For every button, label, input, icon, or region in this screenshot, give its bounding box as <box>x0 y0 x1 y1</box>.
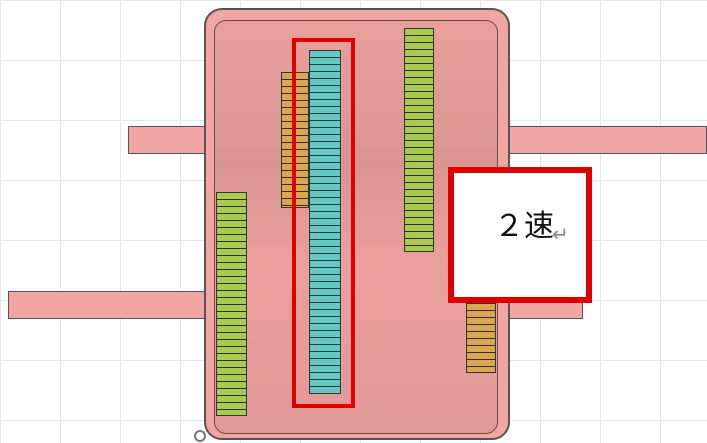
return-mark-icon: ↵ <box>552 222 569 246</box>
gear-orange-lower-right[interactable] <box>466 303 496 373</box>
selection-handle-icon[interactable] <box>194 430 206 442</box>
gear-label-text: ２速 <box>494 210 554 243</box>
gear-label-box[interactable] <box>448 167 592 303</box>
gear-green-lower-left[interactable] <box>216 192 247 416</box>
gear-cyan-second[interactable] <box>309 50 341 394</box>
second-gear-highlight <box>292 38 355 408</box>
gear-green-upper-right[interactable] <box>404 28 434 252</box>
